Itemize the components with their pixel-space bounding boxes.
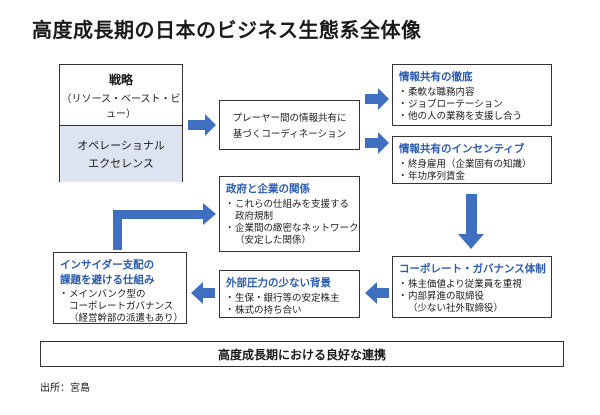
external-pressure-list: 生保・銀行等の安定株主 株式の持ち合い — [225, 293, 353, 317]
info-sharing-thorough-box: 情報共有の徹底 柔軟な職務内容 ジョブローテーション 他の人の業務を支援し合う — [392, 64, 552, 126]
list-item: ジョブローテーション — [398, 99, 545, 111]
corporate-governance-box: コーポレート・ガバナンス体制 株主価値より従業員を重視 内部昇進の取締役 （少な… — [392, 256, 552, 318]
corporate-governance-list: 株主価値より従業員を重視 内部昇進の取締役 （少ない社外取締役） — [398, 279, 545, 315]
list-item-line: 政府規制 — [235, 211, 274, 222]
list-item: 他の人の業務を支援し合う — [398, 111, 545, 123]
list-item-line: 企業間の緻密なネットワーク — [235, 223, 359, 234]
info-sharing-thorough-list: 柔軟な職務内容 ジョブローテーション 他の人の業務を支援し合う — [398, 87, 545, 123]
strategy-title: 戦略 — [108, 72, 133, 87]
strategy-subtitle: （リソース・ベースト・ビュー） — [61, 93, 181, 120]
coordination-box: プレーヤー間の情報共有に 基づくコーディネーション — [219, 100, 360, 150]
list-item: 柔軟な職務内容 — [398, 87, 545, 99]
list-item: メインバンク型の コーポレートガバナンス （経営幹部の派遣もあり） — [59, 289, 184, 325]
arrow-left-icon — [191, 282, 215, 304]
page-title: 高度成長期の日本のビジネス生態系全体像 — [32, 18, 422, 42]
list-item-line: （経営幹部の派遣もあり） — [69, 313, 184, 324]
list-item: 生保・銀行等の安定株主 — [225, 293, 353, 305]
info-sharing-incentive-box: 情報共有のインセンティブ 終身雇用（企業固有の知識） 年功序列賃金 — [392, 136, 552, 184]
list-item: 内部昇進の取締役 （少ない社外取締役） — [398, 291, 545, 315]
info-sharing-thorough-heading: 情報共有の徹底 — [399, 71, 473, 83]
gov-company-box: 政府と企業の関係 これらの仕組みを支援する 政府規制 企業間の緻密なネットワーク… — [219, 176, 360, 252]
list-item: 年功序列賃金 — [398, 171, 545, 183]
strategy-operational-box: 戦略 （リソース・ベースト・ビュー） オペレーショナル エクセレンス — [59, 64, 183, 182]
arrow-right-icon — [188, 114, 216, 136]
info-sharing-incentive-list: 終身雇用（企業固有の知識） 年功序列賃金 — [398, 159, 545, 183]
list-item-line: メインバンク型の — [69, 289, 146, 300]
gov-company-heading: 政府と企業の関係 — [226, 183, 310, 195]
operational-line1: オペレーショナル — [77, 139, 165, 152]
insider-heading-line1: インサイダー支配の — [60, 259, 155, 271]
list-item-line: これらの仕組みを支援する — [235, 199, 350, 210]
arrow-right-icon — [365, 88, 389, 110]
external-pressure-box: 外部圧力の少ない背景 生保・銀行等の安定株主 株式の持ち合い — [219, 270, 360, 318]
list-item: これらの仕組みを支援する 政府規制 — [225, 199, 353, 223]
coordination-line1: プレーヤー間の情報共有に — [232, 113, 347, 124]
list-item-line: 株主価値より従業員を重視 — [408, 279, 522, 290]
arrow-down-icon — [458, 194, 484, 249]
arrow-left-icon — [365, 282, 389, 304]
list-item-line: コーポレートガバナンス — [69, 301, 174, 312]
operational-line2: エクセレンス — [88, 157, 154, 170]
arrow-up-right-icon — [113, 203, 216, 250]
strategy-box: 戦略 （リソース・ベースト・ビュー） — [60, 65, 182, 126]
list-item-line: （安定した関係） — [235, 235, 312, 246]
corporate-governance-heading: コーポレート・ガバナンス体制 — [399, 263, 546, 275]
gov-company-list: これらの仕組みを支援する 政府規制 企業間の緻密なネットワーク （安定した関係） — [225, 199, 359, 247]
list-item: 株式の持ち合い — [225, 305, 353, 317]
insider-heading-line2: 課題を避ける仕組み — [60, 274, 155, 286]
source-note: 出所：宮島 — [40, 383, 90, 394]
info-sharing-incentive-heading: 情報共有のインセンティブ — [399, 143, 525, 155]
coordination-line2: 基づくコーディネーション — [232, 129, 347, 140]
operational-box: オペレーショナル エクセレンス — [60, 126, 182, 182]
list-item-line: （少ない社外取締役） — [408, 303, 504, 314]
arrow-right-icon — [365, 132, 389, 154]
list-item: 終身雇用（企業固有の知識） — [398, 159, 545, 171]
external-pressure-heading: 外部圧力の少ない背景 — [226, 277, 331, 289]
insider-box: インサイダー支配の 課題を避ける仕組み メインバンク型の コーポレートガバナンス… — [53, 252, 187, 324]
bottom-banner-text: 高度成長期における良好な連携 — [217, 347, 386, 362]
list-item: 企業間の緻密なネットワーク （安定した関係） — [225, 223, 359, 247]
list-item-line: 内部昇進の取締役 — [408, 291, 485, 302]
insider-list: メインバンク型の コーポレートガバナンス （経営幹部の派遣もあり） — [59, 289, 184, 325]
bottom-banner: 高度成長期における良好な連携 — [40, 341, 564, 367]
list-item: 株主価値より従業員を重視 — [398, 279, 545, 291]
